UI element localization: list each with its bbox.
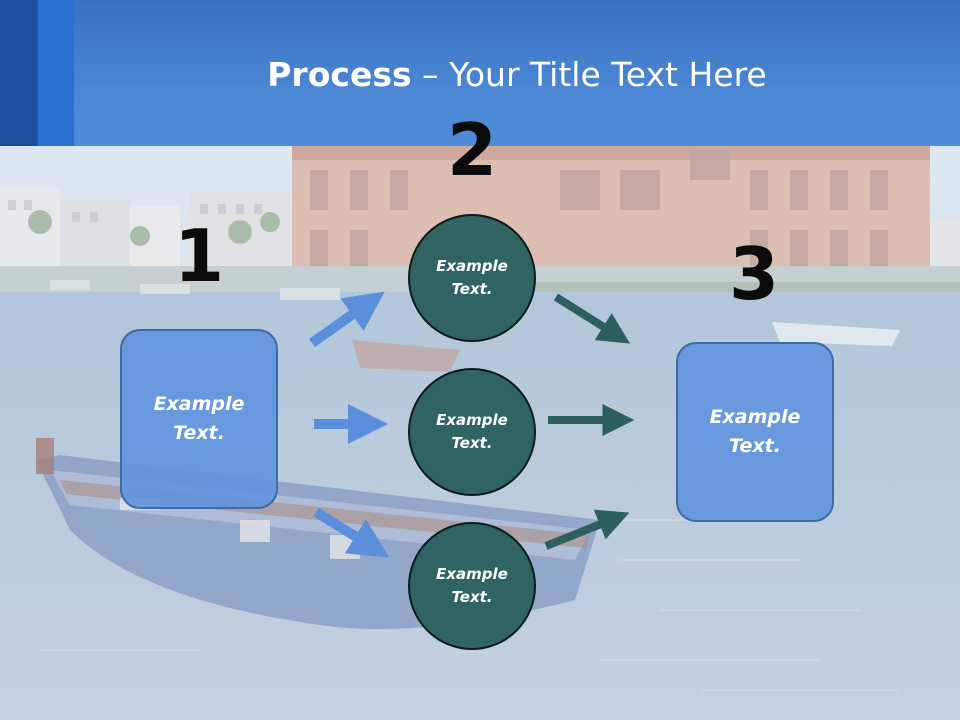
- title-accent-light: [38, 0, 74, 146]
- step-2-text-middle: Example Text.: [436, 411, 508, 452]
- arrow-2-top-to-3: [553, 293, 631, 344]
- step-3-text: Example Text.: [709, 406, 801, 457]
- slide-title: Process – Your Title Text Here: [74, 52, 960, 98]
- title-rest: – Your Title Text Here: [411, 55, 767, 94]
- step-2-text-top: Example Text.: [436, 257, 508, 298]
- step-2-number: 2: [446, 108, 498, 192]
- step-3-box: Example Text.: [676, 342, 834, 522]
- title-bold: Process: [267, 55, 412, 94]
- step-1-number: 1: [173, 214, 225, 298]
- arrow-1-to-2-bottom: [313, 507, 390, 558]
- arrow-2-bottom-to-3: [544, 509, 630, 550]
- step-1-box: Example Text.: [120, 329, 278, 509]
- title-accent-dark: [0, 0, 38, 146]
- arrow-1-to-2-top: [309, 291, 385, 348]
- step-2-circle-middle: Example Text.: [408, 368, 536, 496]
- step-1-text: Example Text.: [153, 393, 245, 444]
- step-2-text-bottom: Example Text.: [436, 565, 508, 606]
- step-2-circle-bottom: Example Text.: [408, 522, 536, 650]
- step-3-number: 3: [728, 232, 780, 316]
- step-2-circle-top: Example Text.: [408, 214, 536, 342]
- title-bar: [0, 0, 960, 146]
